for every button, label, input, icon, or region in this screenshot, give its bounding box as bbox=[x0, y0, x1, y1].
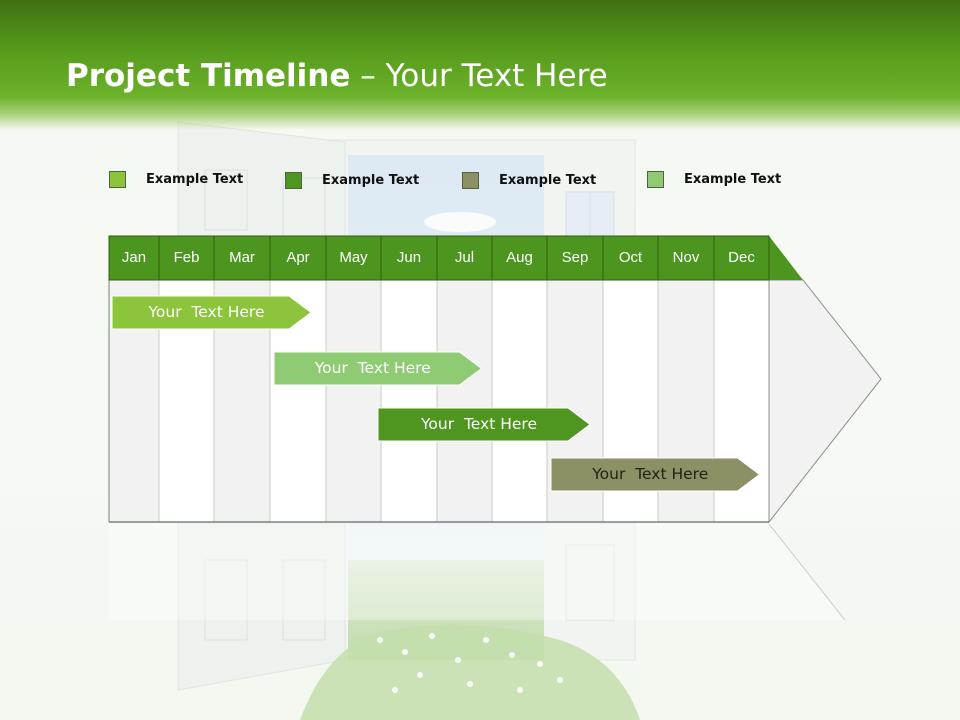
timeline-arrow bbox=[108, 236, 882, 621]
month-header-fill bbox=[109, 236, 769, 280]
timeline-reflection bbox=[109, 524, 843, 620]
month-column bbox=[436, 279, 493, 523]
month-header-bar bbox=[108, 235, 803, 281]
month-label: Nov bbox=[672, 249, 700, 266]
task-bar-label: Your Text Here bbox=[421, 415, 537, 433]
month-label: Jan bbox=[121, 249, 147, 266]
legend-swatch bbox=[462, 172, 479, 189]
month-header-tip bbox=[769, 236, 803, 280]
task-bar bbox=[273, 351, 483, 386]
month-label: Sep bbox=[561, 249, 589, 266]
month-label: Jul bbox=[454, 249, 475, 266]
month-column bbox=[491, 279, 548, 523]
month-column bbox=[380, 279, 438, 523]
month-label: Mar bbox=[229, 249, 255, 266]
arrow-head bbox=[768, 279, 882, 524]
reflection-edge bbox=[768, 523, 846, 621]
header-banner bbox=[0, 0, 960, 130]
task-bar bbox=[550, 457, 761, 492]
month-label: Feb bbox=[173, 249, 200, 266]
legend-label: Example Text bbox=[322, 173, 420, 188]
month-header-outline bbox=[108, 235, 770, 281]
legend-label: Example Text bbox=[684, 172, 782, 187]
month-label: Dec bbox=[728, 249, 755, 266]
title-rest: – Your Text Here bbox=[350, 58, 608, 94]
slide-title: Project Timeline – Your Text Here bbox=[66, 58, 608, 94]
legend-label: Example Text bbox=[146, 172, 244, 187]
month-label: May bbox=[339, 249, 368, 266]
legend-label: Example Text bbox=[499, 173, 597, 188]
task-bar bbox=[377, 407, 591, 442]
legend-swatch bbox=[109, 171, 126, 188]
month-label: Aug bbox=[506, 249, 533, 266]
task-bar-label: Your Text Here bbox=[314, 359, 431, 377]
legend-swatch bbox=[647, 171, 664, 188]
month-column bbox=[325, 279, 382, 523]
month-label: Apr bbox=[286, 249, 310, 266]
title-bold: Project Timeline bbox=[66, 58, 351, 94]
month-label: Jun bbox=[396, 249, 422, 266]
legend-swatch bbox=[285, 172, 302, 189]
task-bar-label: Your Text Here bbox=[592, 465, 709, 483]
task-bars bbox=[111, 295, 761, 492]
task-bar-label: Your Text Here bbox=[148, 303, 265, 321]
task-bar bbox=[111, 295, 312, 330]
month-label: Oct bbox=[618, 249, 643, 266]
